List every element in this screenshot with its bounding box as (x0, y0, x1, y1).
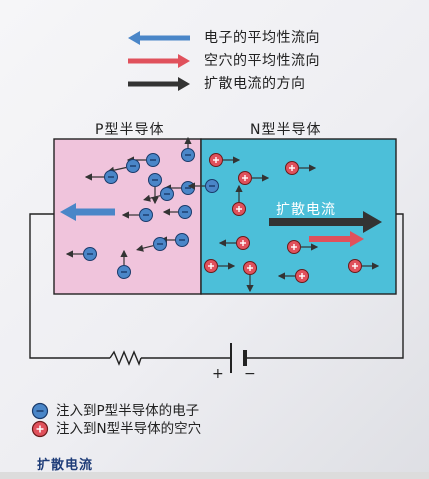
electron-icon (117, 249, 131, 279)
current-direction-arrow (269, 211, 382, 233)
legend-item-hole-flow: 空穴的平均性流向 (128, 51, 398, 73)
blue-left-arrow-icon (128, 31, 190, 45)
electron-icon (84, 170, 118, 184)
key-electron-text: 注入到P型半导体的电子 (56, 403, 200, 419)
electron-icon (31, 402, 49, 420)
key-hole-text: 注入到N型半导体的空穴 (56, 421, 202, 437)
diffusion-current-label: 扩散电流 (276, 202, 336, 218)
battery-plus-label: + (212, 366, 224, 382)
electron-icon (162, 205, 192, 219)
electron-icon (121, 208, 153, 222)
hole-icon (243, 261, 257, 293)
hole-icon (287, 240, 319, 254)
battery-minus-label: − (244, 366, 256, 382)
legend-label: 空穴的平均性流向 (204, 53, 320, 69)
electron-icon (187, 179, 219, 193)
resistor-symbol (109, 350, 142, 366)
electron-icon (65, 247, 97, 261)
electron-icon (181, 136, 195, 162)
hole-icon (209, 153, 241, 167)
red-right-arrow-icon (128, 54, 190, 68)
hole-icon (348, 259, 380, 273)
legend-item-current-direction: 扩散电流的方向 (128, 74, 398, 96)
electron-flow-arrow (60, 203, 115, 221)
hole-icon (218, 236, 250, 250)
hole-icon (204, 259, 236, 273)
p-region-title: P型半导体 (95, 122, 165, 138)
black-right-arrow-icon (128, 77, 190, 91)
legend-item-electron-flow: 电子的平均性流向 (128, 28, 398, 50)
circuit-wire (29, 213, 404, 359)
legend: 电子的平均性流向 空穴的平均性流向 扩散电流的方向 (128, 28, 398, 97)
page-edge (0, 472, 429, 479)
electron-icon (143, 187, 174, 202)
electron-icon (126, 153, 160, 167)
hole-icon (285, 161, 317, 175)
electron-icon (148, 173, 162, 205)
hole-icon (238, 171, 270, 185)
hole-icon (232, 184, 246, 216)
figure-caption: 扩散电流 (37, 458, 94, 473)
battery-symbol (230, 343, 247, 373)
hole-flow-arrow (309, 231, 364, 247)
electron-icon (136, 237, 167, 252)
n-region-title: N型半导体 (250, 122, 322, 138)
hole-icon (277, 269, 309, 283)
legend-label: 扩散电流的方向 (204, 76, 306, 92)
legend-label: 电子的平均性流向 (204, 30, 320, 46)
hole-icon (31, 420, 49, 438)
carrier-particles (65, 136, 380, 293)
